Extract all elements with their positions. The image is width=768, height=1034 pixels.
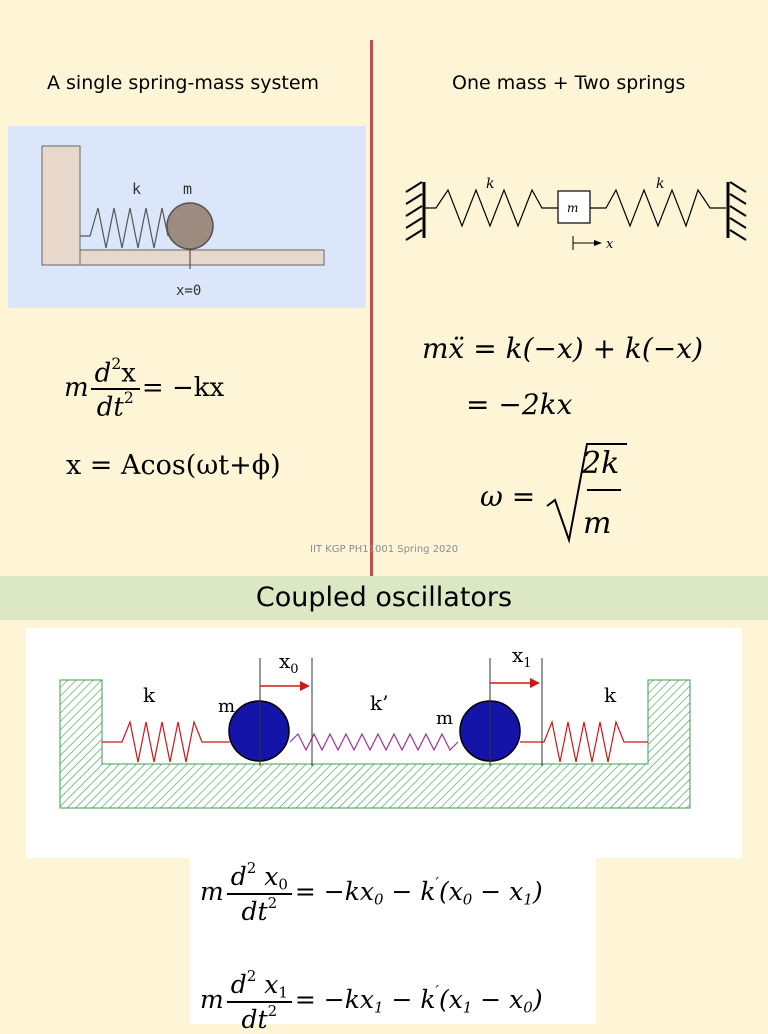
two-spring-x-label: x	[606, 237, 614, 252]
single-floor	[79, 249, 325, 266]
two-springs-diagram: k k m x	[405, 176, 747, 252]
single-system-heading: A single spring-mass system	[47, 72, 320, 94]
single-spring	[80, 207, 169, 249]
two-spring-eq2: = −2kx	[466, 388, 573, 421]
column-divider	[370, 40, 373, 576]
sqrt-sign	[546, 443, 627, 544]
coupled-diagram-panel	[26, 628, 742, 858]
two-spring-m-label: m	[567, 201, 578, 215]
x1-label: x1	[512, 643, 532, 671]
coupled-left-spring	[102, 719, 230, 763]
single-origin-label: x=0	[176, 283, 201, 299]
coupled-title: Coupled oscillators	[255, 582, 513, 613]
two-spring-eq1: mẍ = k(−x) + k(−x)	[422, 332, 703, 365]
coupled-band	[0, 576, 768, 620]
coupled-equations-panel	[190, 858, 596, 1024]
x0-label: x0	[279, 649, 299, 677]
two-spring-k-left: k	[486, 176, 494, 192]
coupled-eq2: m d2 x1 dt2 = −kx1 − k′(x1 − x0)	[200, 967, 543, 1034]
coupled-left-ball	[228, 700, 290, 762]
two-springs-heading: One mass + Two springs	[452, 72, 686, 94]
coupled-container	[59, 679, 691, 809]
two-spring-k-right: k	[656, 176, 664, 192]
two-spring-mass-box	[557, 190, 591, 224]
coupled-k-left: k	[143, 683, 156, 707]
single-wall	[41, 145, 81, 266]
footer-credit: IIT KGP PH11001 Spring 2020	[310, 544, 459, 555]
single-k-label: k	[132, 180, 141, 198]
omega-denominator: m	[583, 506, 612, 541]
single-m-label: m	[183, 180, 192, 198]
coupled-k-right: k	[604, 683, 617, 707]
left-spring	[424, 188, 558, 228]
single-eq-solution: x = Acos(ωt+ϕ)	[66, 450, 281, 481]
right-spring	[590, 188, 726, 228]
omega-lhs: ω =	[480, 480, 536, 513]
coupled-k-middle: k’	[370, 691, 388, 715]
single-mass-ball	[166, 202, 214, 250]
coupled-diagram: k k k’ m m x0 x1	[59, 643, 691, 809]
single-eq-motion: m d2x dt2 = −kx	[64, 355, 225, 423]
coupled-m-right: m	[436, 708, 453, 729]
single-spring-mass-diagram: k m x=0	[8, 126, 366, 308]
coupled-middle-spring	[289, 732, 459, 752]
coupled-m-left: m	[218, 696, 235, 717]
omega-numerator: 2k	[582, 446, 620, 481]
coupled-right-spring	[520, 719, 648, 763]
coupled-eq1: m d2 x0 dt2 = −kx0 − k′(x0 − x1)	[200, 859, 543, 926]
